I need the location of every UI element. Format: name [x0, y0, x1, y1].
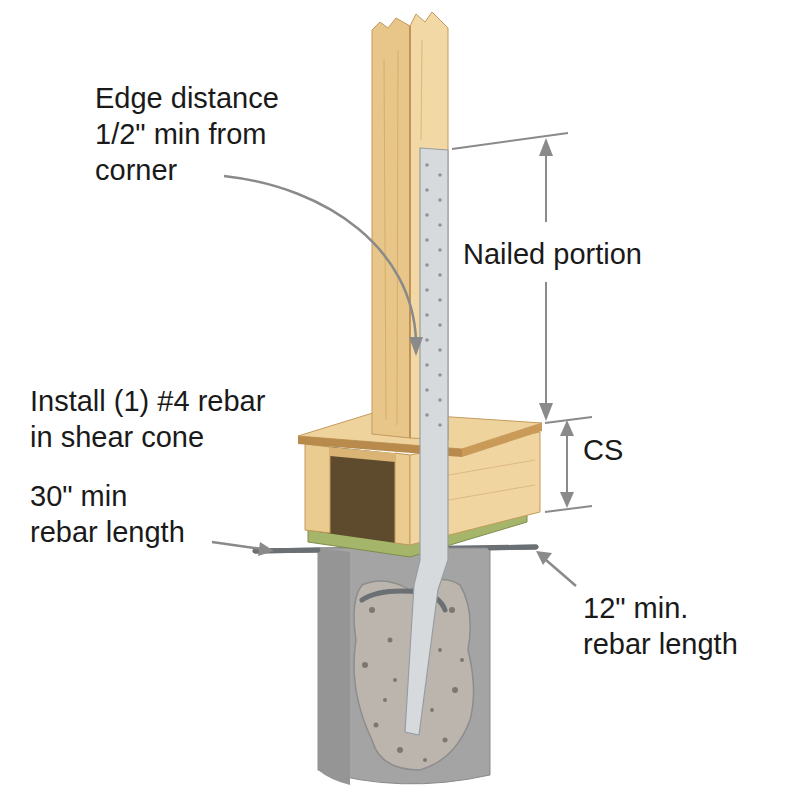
callout-label: Nailed portion	[463, 236, 642, 272]
callout-label: 12" min. rebar length	[583, 590, 739, 662]
callout-label: 30" min rebar length	[30, 478, 186, 550]
concrete-pier	[318, 548, 490, 785]
callout-label: CS	[583, 432, 623, 468]
dimension-lines	[452, 133, 592, 512]
leader-lines	[212, 176, 576, 586]
arrowheads	[539, 138, 574, 508]
strap-tie	[405, 148, 448, 735]
callout-label: Install (1) #4 rebar in shear cone	[30, 383, 267, 455]
callout-label: Edge distance 1/2" min from corner	[95, 80, 280, 188]
